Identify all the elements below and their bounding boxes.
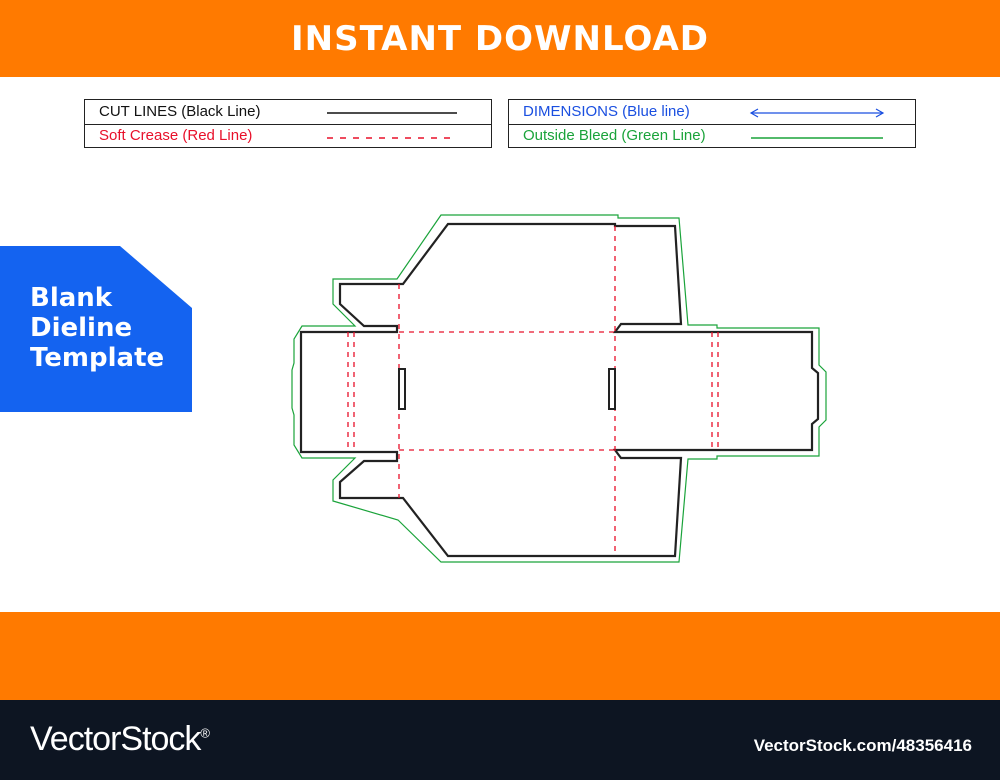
badge-line-3: Template [30,343,165,373]
slot-right [608,368,616,410]
legend-table-left: CUT LINES (Black Line) Soft Crease (Red … [84,99,492,148]
bottom-orange-band [0,612,1000,700]
legend-label-cut-lines: CUT LINES (Black Line) [99,103,261,121]
legend-row-dimensions: DIMENSIONS (Blue line) [509,100,915,124]
bleed-line-sample [751,136,883,139]
registered-mark: ® [200,725,210,741]
dieline-drawing [291,214,827,563]
slot-left [398,368,406,410]
image-reference: VectorStock.com/48356416 [753,736,972,755]
vectorstock-logo: VectorStock® [30,720,210,759]
legend-label-soft-crease: Soft Crease (Red Line) [99,127,253,145]
cut-line-outline [299,222,820,558]
legend-table-right: DIMENSIONS (Blue line) Outside Bleed (Gr… [508,99,916,148]
outside-bleed-outline [291,214,827,563]
legend-row-outside-bleed: Outside Bleed (Green Line) [509,123,915,148]
legend-row-soft-crease: Soft Crease (Red Line) [85,123,491,148]
legend-label-outside-bleed: Outside Bleed (Green Line) [523,127,706,145]
dimension-arrow-sample [749,108,885,118]
cut-line-sample [327,112,457,114]
banner-title: INSTANT DOWNLOAD [290,18,709,59]
logo-text: VectorStock [30,720,201,758]
legend-label-dimensions: DIMENSIONS (Blue line) [523,103,690,121]
legend-row-cut-lines: CUT LINES (Black Line) [85,100,491,124]
badge-line-2: Dieline [30,313,133,343]
badge-line-1: Blank [30,283,113,313]
crease-line-sample [327,136,457,139]
badge-text: Blank Dieline Template [30,283,164,373]
top-banner: INSTANT DOWNLOAD [0,0,1000,77]
footer-bar: VectorStock® VectorStock.com/48356416 [0,700,1000,780]
